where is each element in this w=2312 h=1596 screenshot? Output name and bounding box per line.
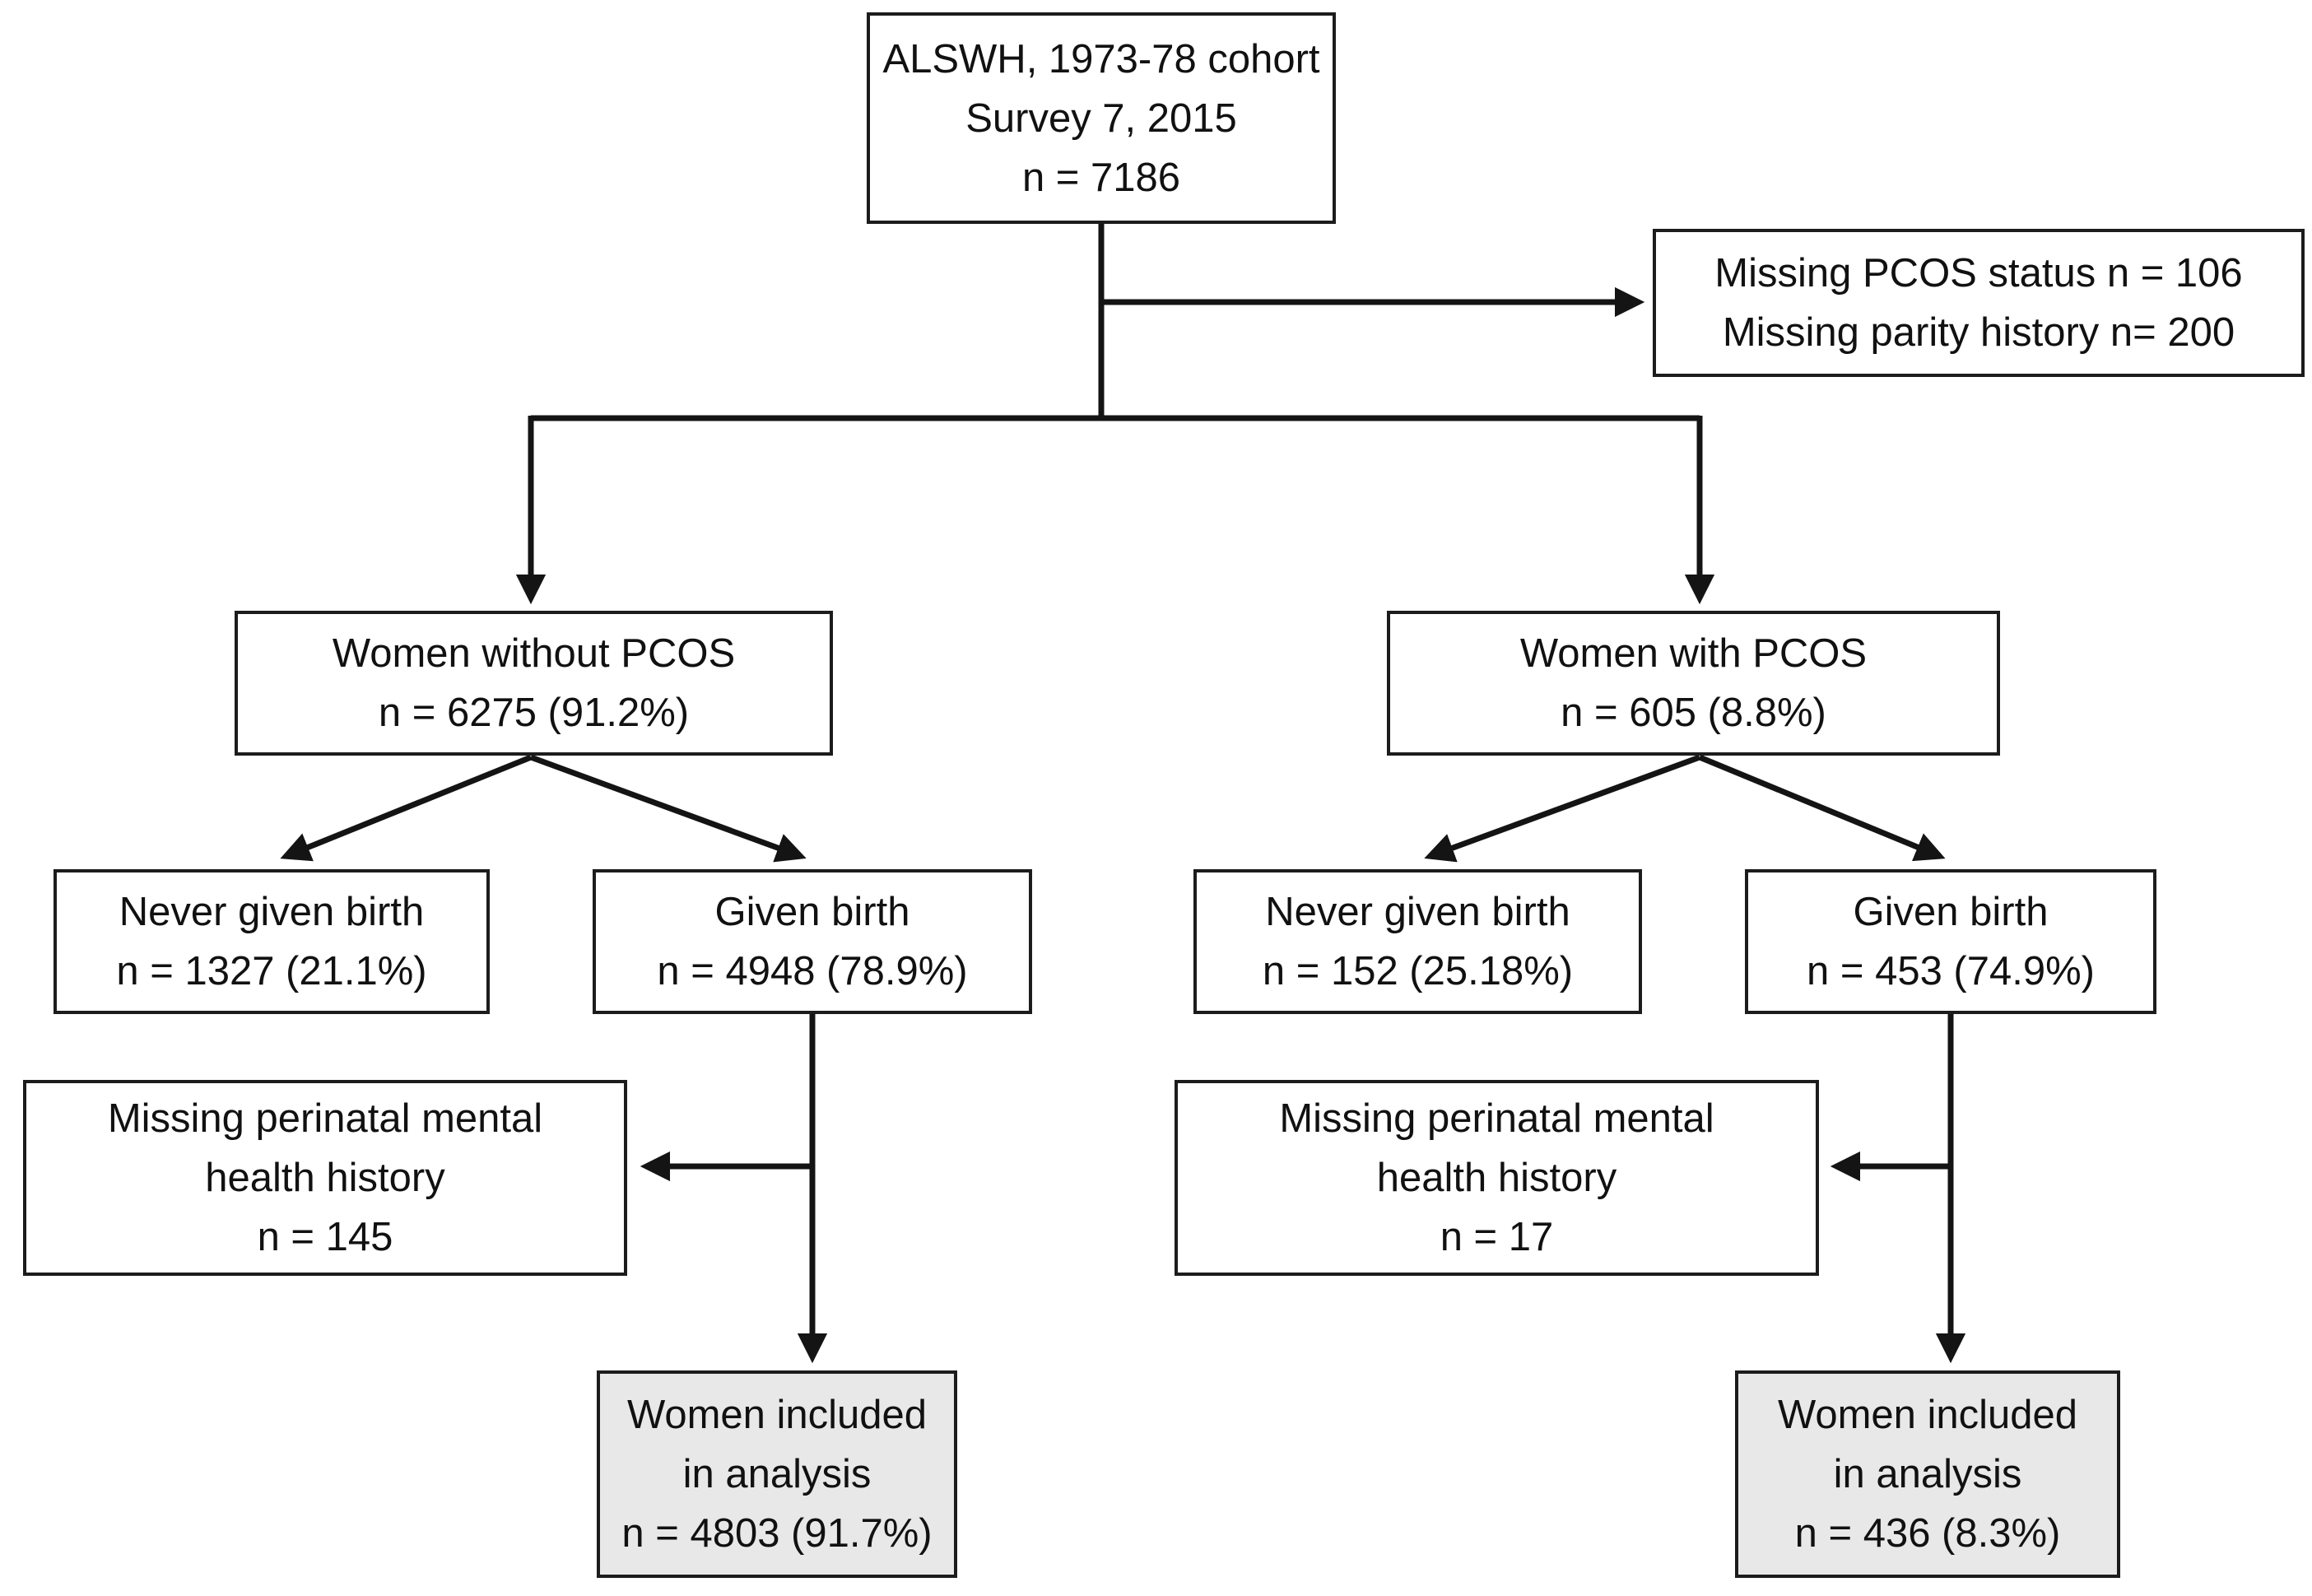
edge-no-pcos-to-never-birth — [280, 754, 533, 862]
node-root-line1: ALSWH, 1973-78 cohort — [882, 36, 1320, 81]
node-pcos-missing-mh-line3: n = 17 — [1440, 1215, 1554, 1259]
node-no-pcos-never-birth: Never given birth n = 1327 (21.1%) — [53, 869, 490, 1014]
node-no-pcos-given-birth: Given birth n = 4948 (78.9%) — [593, 869, 1032, 1014]
edge-pcos-to-never-birth — [1424, 754, 1701, 863]
node-no-pcos-line1: Women without PCOS — [332, 631, 736, 676]
node-pcos-given-birth-line1: Given birth — [1853, 890, 2049, 934]
node-excluded-top-line1: Missing PCOS status n = 106 — [1714, 251, 2243, 295]
node-no-pcos-never-birth-line2: n = 1327 (21.1%) — [116, 949, 427, 993]
node-root-line3: n = 7186 — [1021, 155, 1181, 200]
node-pcos-given-birth-line2: n = 453 (74.9%) — [1806, 949, 2096, 993]
node-pcos-never-birth-line1: Never given birth — [1265, 890, 1570, 934]
node-no-pcos-missing-mh-line2: health history — [205, 1156, 445, 1200]
node-no-pcos-missing-mh-line3: n = 145 — [257, 1215, 393, 1259]
node-pcos-included-line3: n = 436 (8.3%) — [1794, 1511, 2061, 1556]
node-pcos-included-line1: Women included — [1777, 1393, 2078, 1437]
node-no-pcos-missing-mh: Missing perinatal mental health history … — [23, 1080, 627, 1276]
node-no-pcos-never-birth-line1: Never given birth — [119, 890, 425, 934]
node-pcos-line1: Women with PCOS — [1519, 631, 1868, 676]
node-root: ALSWH, 1973-78 cohort Survey 7, 2015 n =… — [867, 12, 1336, 224]
node-no-pcos-given-birth-line2: n = 4948 (78.9%) — [657, 949, 968, 993]
node-pcos-never-birth-line2: n = 152 (25.18%) — [1262, 949, 1574, 993]
node-no-pcos-given-birth-line1: Given birth — [714, 890, 910, 934]
edge-no-pcos-to-given-birth — [529, 754, 807, 863]
node-excluded-top: Missing PCOS status n = 106 Missing pari… — [1653, 229, 2305, 377]
node-no-pcos: Women without PCOS n = 6275 (91.2%) — [235, 611, 833, 756]
node-pcos-given-birth: Given birth n = 453 (74.9%) — [1745, 869, 2156, 1014]
node-no-pcos-included-line1: Women included — [626, 1393, 928, 1437]
node-no-pcos-line2: n = 6275 (91.2%) — [378, 691, 690, 735]
node-pcos-never-birth: Never given birth n = 152 (25.18%) — [1193, 869, 1642, 1014]
node-no-pcos-included: Women included in analysis n = 4803 (91.… — [597, 1370, 957, 1578]
node-excluded-top-line2: Missing parity history n= 200 — [1722, 310, 2235, 355]
node-pcos-missing-mh: Missing perinatal mental health history … — [1175, 1080, 1819, 1276]
node-no-pcos-included-line3: n = 4803 (91.7%) — [621, 1511, 933, 1556]
node-no-pcos-included-line2: in analysis — [682, 1452, 872, 1496]
node-pcos-line2: n = 605 (8.8%) — [1561, 691, 1826, 735]
node-pcos-missing-mh-line2: health history — [1376, 1156, 1617, 1200]
node-root-line2: Survey 7, 2015 — [965, 95, 1237, 141]
node-pcos: Women with PCOS n = 605 (8.8%) — [1387, 611, 2000, 756]
node-no-pcos-missing-mh-line1: Missing perinatal mental — [107, 1096, 543, 1141]
node-pcos-included-line2: in analysis — [1833, 1452, 2022, 1496]
edge-pcos-to-given-birth — [1698, 754, 1946, 862]
node-pcos-included: Women included in analysis n = 436 (8.3%… — [1735, 1370, 2120, 1578]
node-pcos-missing-mh-line1: Missing perinatal mental — [1279, 1096, 1714, 1141]
